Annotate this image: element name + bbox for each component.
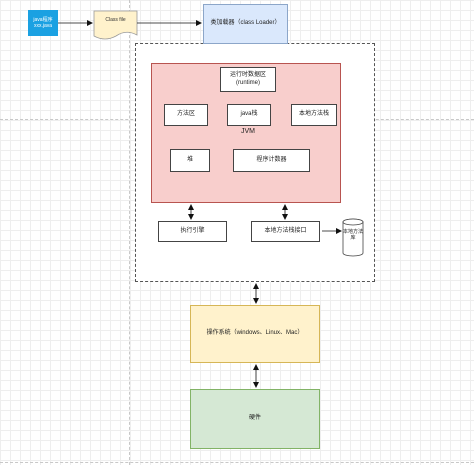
execution-engine-label: 执行引擎 [180,227,205,234]
program-counter[interactable]: 程序计数器 [233,149,310,172]
java-stack-label: java栈 [240,111,258,118]
page-guide-horizontal-bottom [0,462,474,463]
jvm-title: JVM [241,128,255,135]
method-area-label: 方法区 [176,111,195,118]
java-source-filename: xxx.java [33,23,53,29]
java-source-name: java程序 [33,16,53,23]
heap[interactable]: 堆 [170,149,210,172]
runtime-data-area[interactable]: 运行时数据区(runtime) [220,67,276,92]
hardware[interactable]: 硬件 [190,389,320,449]
native-method-interface[interactable]: 本地方法栈接口 [251,221,320,242]
program-counter-label: 程序计数器 [256,156,287,163]
native-method-library-label: 本地方法库 [342,229,363,241]
class-file[interactable]: Class file [94,11,137,29]
operating-system-label: 操作系统（windows、Linux、Mac） [206,330,304,337]
operating-system[interactable]: 操作系统（windows、Linux、Mac） [190,305,320,363]
page-guide-vertical [129,0,130,465]
native-method-stack-label: 本地方法栈 [298,111,329,118]
class-loader-label: 类加载器（class Loader） [210,20,281,27]
hardware-label: 硬件 [248,415,261,422]
java-source-file[interactable]: java程序 xxx.java [28,10,58,36]
execution-engine[interactable]: 执行引擎 [158,221,227,242]
heap-label: 堆 [186,156,193,163]
class-loader[interactable]: 类加载器（class Loader） [203,4,288,44]
native-method-library[interactable]: 本地方法库 [341,229,365,247]
native-method-stack[interactable]: 本地方法栈 [291,104,337,126]
native-method-interface-label: 本地方法栈接口 [264,227,307,234]
method-area[interactable]: 方法区 [164,104,208,126]
runtime-data-area-label: 运行时数据区(runtime) [229,72,266,86]
java-stack[interactable]: java栈 [227,104,271,126]
class-file-label: Class file [105,17,126,23]
